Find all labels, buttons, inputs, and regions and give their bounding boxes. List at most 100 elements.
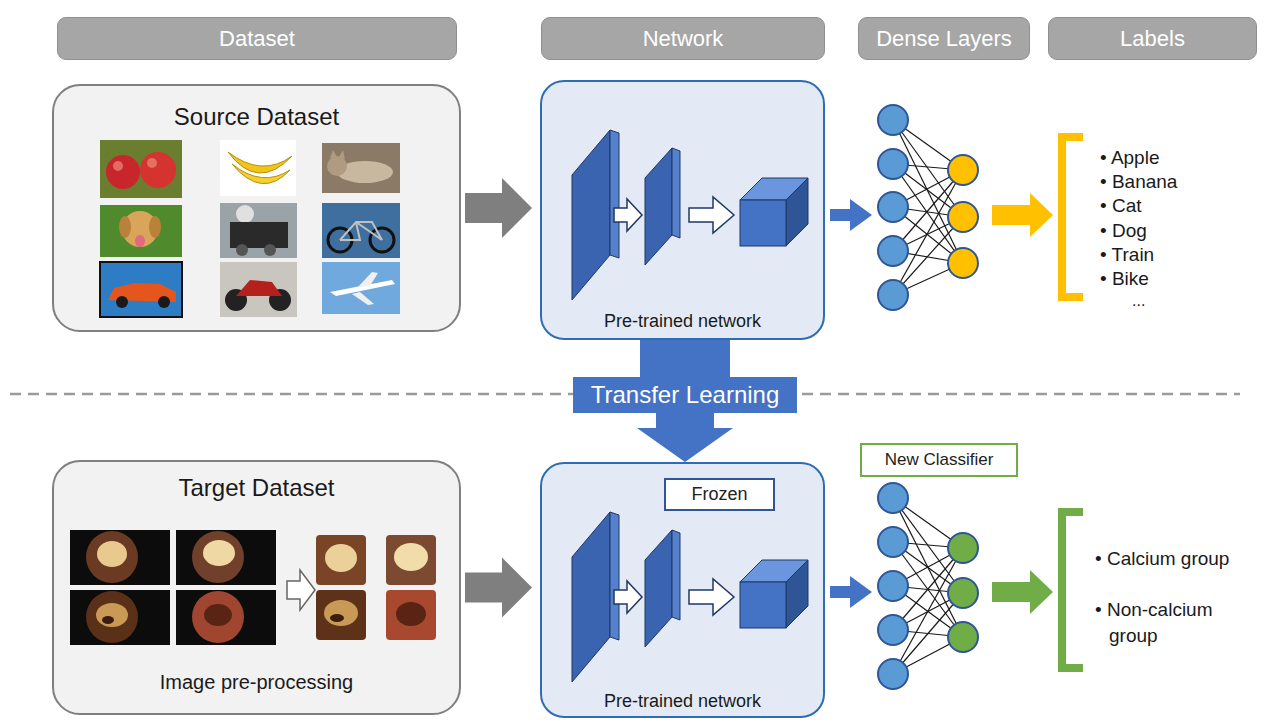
node-text: Target Dataset xyxy=(178,474,334,502)
input-neuron xyxy=(878,280,908,310)
illustration-part xyxy=(330,150,337,158)
class-label: • Dog xyxy=(1100,220,1147,242)
node-text: Pre-trained network xyxy=(604,691,761,712)
classifier-tag: New Classifier xyxy=(860,443,1018,477)
illustration-part xyxy=(878,483,978,689)
motorcycle-photo xyxy=(220,262,297,317)
illustration-part xyxy=(86,531,138,583)
illustration-part xyxy=(230,222,288,248)
column-header: Network xyxy=(541,17,825,60)
frozen-tag: Frozen xyxy=(664,478,775,511)
illustration-part xyxy=(394,543,428,571)
illustration-part xyxy=(236,280,282,296)
transfer-bar xyxy=(685,340,686,377)
illustration-part xyxy=(106,155,140,189)
car-photo xyxy=(100,262,182,317)
input-neuron xyxy=(878,615,908,645)
illustration-part xyxy=(948,533,978,652)
illustration-part xyxy=(102,616,114,624)
illustration-part xyxy=(327,156,347,176)
node-text: Source Dataset xyxy=(174,103,339,131)
illustration-part xyxy=(192,591,244,643)
dataset-box: Target DatasetImage pre-processing xyxy=(52,460,461,715)
class-label: • Non-calcium group xyxy=(1095,597,1245,649)
dog-photo xyxy=(100,205,182,257)
label-bracket xyxy=(1062,137,1083,297)
cat-photo xyxy=(322,143,400,193)
output-neuron xyxy=(948,622,978,652)
arrowhead xyxy=(502,558,532,618)
illustration-part xyxy=(97,541,127,567)
node-text: Dataset xyxy=(219,26,295,52)
illustration-part xyxy=(176,530,276,585)
illustration-part xyxy=(232,164,290,184)
feature-arrow xyxy=(830,576,872,608)
apple-photo xyxy=(100,140,182,198)
illustration-part xyxy=(316,590,366,640)
data-arrow xyxy=(465,558,532,618)
node-text: Labels xyxy=(1120,26,1185,52)
train-photo xyxy=(220,203,297,258)
illustration-part xyxy=(158,296,170,308)
illustration-part xyxy=(339,150,345,159)
dense-link xyxy=(893,170,963,295)
class-label: • Cat xyxy=(1100,195,1142,217)
illustration-part xyxy=(96,603,128,627)
illustration-part xyxy=(100,205,182,257)
input-neuron xyxy=(878,236,908,266)
node-text: New Classifier xyxy=(885,450,994,470)
illustration-part xyxy=(113,161,123,171)
illustration-part xyxy=(236,244,248,256)
illustration-part xyxy=(203,540,235,566)
output-arrow xyxy=(992,193,1053,237)
illustration-part xyxy=(86,591,138,643)
illustration-part xyxy=(316,535,366,585)
column-header: Labels xyxy=(1048,17,1257,60)
connector-shaft xyxy=(656,413,714,429)
illustration-part xyxy=(322,143,400,193)
output-arrow xyxy=(992,570,1053,614)
source-photos xyxy=(100,140,400,317)
illustration-part xyxy=(358,272,378,287)
endoscopy-images xyxy=(70,530,436,645)
node-text: Transfer Learning xyxy=(591,381,780,409)
illustration-part xyxy=(352,292,374,305)
node-text: Pre-trained network xyxy=(604,311,761,332)
illustration-part xyxy=(324,600,358,626)
class-label: • Calcium group xyxy=(1095,548,1229,570)
class-label: ... xyxy=(1132,290,1145,312)
feature-arrow xyxy=(830,199,872,231)
illustration-part xyxy=(386,590,436,640)
illustration-part xyxy=(204,604,232,626)
illustration-part xyxy=(220,203,297,258)
illustration-part xyxy=(192,531,244,583)
illustration-part xyxy=(176,590,276,645)
bike-photo xyxy=(322,203,400,258)
illustration-part xyxy=(878,105,978,310)
illustration-part xyxy=(325,544,357,572)
node-text: Frozen xyxy=(691,484,747,505)
illustration-part xyxy=(70,530,170,585)
dense-layers xyxy=(878,105,978,689)
dense-link xyxy=(893,548,963,674)
illustration-part xyxy=(340,222,382,240)
data-arrow xyxy=(465,178,532,238)
transfer-arrow xyxy=(637,413,733,462)
input-neuron xyxy=(878,571,908,601)
illustration-part xyxy=(140,152,176,188)
illustration-part xyxy=(878,483,908,689)
illustration-part xyxy=(149,216,161,238)
node-text: Image pre-processing xyxy=(160,671,353,694)
input-neuron xyxy=(878,483,908,513)
output-neuron xyxy=(948,248,978,278)
output-neuron xyxy=(948,155,978,185)
output-neuron xyxy=(948,533,978,563)
illustration-part xyxy=(287,570,315,610)
illustration-part xyxy=(147,158,157,168)
input-neuron xyxy=(878,105,908,135)
cnn-layers xyxy=(572,512,808,682)
node-text: Dense Layers xyxy=(876,26,1012,52)
illustration-part xyxy=(236,205,254,223)
illustration-part xyxy=(948,155,978,278)
input-neuron xyxy=(878,192,908,222)
